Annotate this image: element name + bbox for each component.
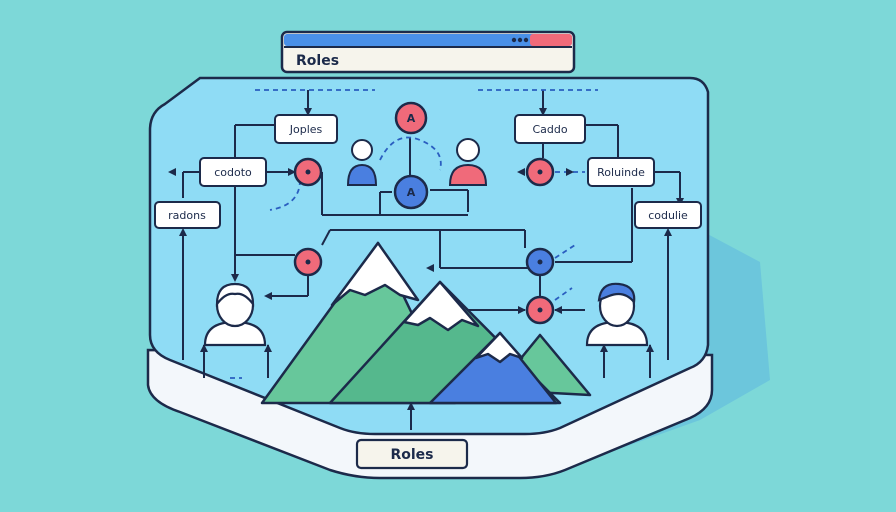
arrowheads	[168, 108, 684, 410]
node-center-dots	[305, 169, 543, 313]
mountain-middle-snow	[402, 280, 480, 332]
box-label-mid-right: Roluinde	[597, 166, 645, 179]
node-red-top	[394, 101, 428, 135]
mountain-left-snow	[330, 241, 420, 307]
title-window-bar-accent	[530, 34, 572, 46]
box-label-far-right: codulie	[648, 209, 688, 222]
dot-icon	[517, 37, 523, 43]
footer-label: Roles	[390, 447, 433, 463]
avatar-pedestals	[203, 356, 651, 378]
box-label-top-center-right: Caddo	[532, 123, 567, 136]
user-icon-small-right	[448, 138, 488, 186]
dashed-lines	[230, 89, 598, 379]
mountain-illustration	[260, 241, 592, 405]
user-icon-large-right	[585, 282, 649, 347]
box-label-top-center-left: Joples	[289, 123, 323, 136]
box-label-mid-left: codoto	[214, 166, 252, 179]
dot-icon	[511, 37, 517, 43]
user-icon-small-left	[346, 139, 378, 186]
node-center-glyph: A	[407, 186, 416, 199]
window-title: Roles	[296, 53, 339, 69]
title-window-bar	[284, 34, 572, 46]
user-icon-large-left	[203, 282, 267, 347]
mountain-front	[428, 331, 558, 405]
mountain-front-snow	[474, 331, 524, 364]
footer-label-box: Roles	[355, 438, 469, 470]
node-blue-center	[393, 174, 429, 210]
dot-icon	[523, 37, 529, 43]
box-label-far-left: radons	[168, 209, 206, 222]
diagram-panel	[148, 76, 710, 436]
node-top-glyph: A	[407, 112, 416, 125]
text-boxes: Joples Caddo codoto Roluinde radons codu…	[154, 114, 702, 229]
title-window: Roles	[280, 30, 576, 74]
